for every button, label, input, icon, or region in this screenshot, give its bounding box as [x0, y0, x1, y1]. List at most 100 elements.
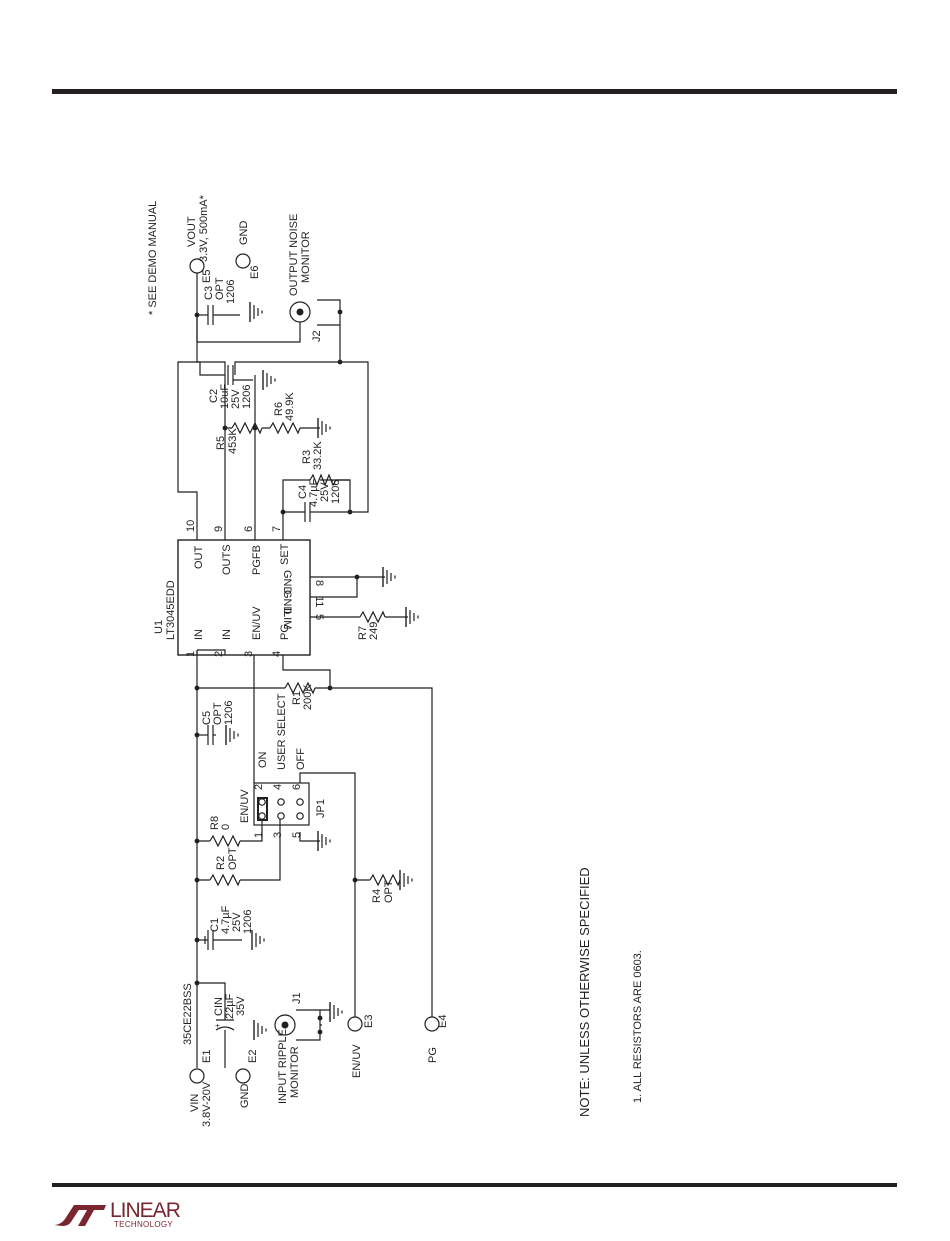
u1-pin-outs: OUTS	[221, 544, 233, 575]
r6-value: 49.9K	[284, 392, 296, 421]
e2-terminal	[235, 1068, 251, 1084]
jp1-title: USER SELECT	[276, 693, 288, 770]
r7-symbol	[359, 610, 386, 624]
e5-terminal	[189, 258, 205, 274]
e6-terminal	[235, 253, 251, 269]
c2-value: 10uF	[219, 384, 231, 409]
j2-label-2: MONITOR	[300, 231, 312, 283]
r2-value: OPT	[227, 847, 239, 870]
r5-symbol	[231, 421, 263, 435]
j2-connector	[289, 301, 311, 323]
c1-voltage: 25V	[231, 912, 243, 932]
r7-value: 249	[368, 622, 380, 640]
cin-part: 35CE22BSS	[182, 983, 194, 1045]
gnd-e6-label: GND	[238, 221, 250, 246]
u1-pin-num-2: 2	[213, 651, 225, 657]
c5-value: OPT	[212, 702, 224, 725]
c4-value: 4.7µF	[308, 478, 320, 507]
r6-symbol	[269, 421, 301, 435]
c3-value: OPT	[214, 277, 226, 300]
vin-label: VIN	[189, 1094, 201, 1112]
jp1-pin-4: 4	[272, 784, 284, 790]
note-1: 1. ALL RESISTORS ARE 0603.	[632, 950, 644, 1103]
r1-value: 200K	[302, 684, 314, 710]
resistors	[209, 421, 401, 887]
j1-connector	[274, 1014, 296, 1036]
u1-pin-num-8: 8	[313, 580, 325, 586]
lt-logo-icon	[54, 1205, 106, 1226]
jp1-pin-6: 6	[291, 784, 303, 790]
vin-rating: 3.8V-20V	[201, 1081, 213, 1127]
j2-label-1: OUTPUT NOISE	[288, 214, 300, 296]
c2-ref: C2	[208, 389, 220, 403]
jp1-pin-5: 5	[291, 832, 303, 838]
note-title: NOTE: UNLESS OTHERWISE SPECIFIED	[577, 867, 592, 1117]
u1-pin-in2: IN	[221, 629, 233, 640]
terminals	[189, 253, 440, 1084]
pg-label: PG	[427, 1047, 439, 1063]
c5-symbol	[207, 725, 216, 745]
top-rule	[52, 89, 897, 94]
e4-terminal	[424, 1016, 440, 1032]
j1-ref: J1	[291, 992, 303, 1004]
r3-value: 33.2K	[312, 441, 324, 470]
r2-symbol	[209, 873, 241, 887]
c2-symbol	[227, 365, 253, 385]
e1-ref: E1	[201, 1050, 213, 1063]
j1-label-1: INPUT RIPPLE	[277, 1029, 289, 1104]
u1-pin-ilim: ILIM	[281, 608, 293, 629]
u1-pin-num-5: 5	[313, 614, 325, 620]
bottom-rule	[52, 1183, 897, 1187]
j2-ref: J2	[311, 330, 323, 342]
u1-pin-num-3: 3	[243, 651, 255, 657]
u1-pin-pg: PG	[279, 624, 291, 640]
c2-voltage: 25V	[230, 389, 242, 409]
r6-ref: R6	[273, 402, 285, 416]
u1-pin-num-10: 10	[185, 520, 197, 532]
r4-value: OPT	[383, 880, 395, 903]
labels: * SEE DEMO MANUAL VOUT 3.3V, 500mA* E5 G…	[147, 194, 644, 1127]
footnote: * SEE DEMO MANUAL	[147, 201, 159, 315]
c4-ref: C4	[297, 485, 309, 499]
r2-ref: R2	[215, 856, 227, 870]
u1-ref: U1	[153, 620, 165, 634]
c3-ref: C3	[203, 286, 215, 300]
u1-body	[177, 539, 311, 656]
vout-label: VOUT	[186, 216, 198, 247]
u1-pin-enuv: EN/UV	[251, 606, 263, 640]
e5-ref: E5	[201, 270, 213, 283]
c4-voltage: 25V	[319, 482, 331, 502]
jp1-pin-1: 1	[253, 832, 265, 838]
r8-ref: R8	[209, 816, 221, 830]
logo-word: LINEAR	[110, 1199, 181, 1222]
c4-size: 1206	[330, 480, 342, 504]
logo-sub: TECHNOLOGY	[114, 1220, 174, 1229]
e4-ref: E4	[437, 1015, 449, 1028]
capacitors	[204, 305, 320, 1040]
cin-polarity: +	[213, 1023, 222, 1028]
junctions	[194, 309, 360, 1035]
u1-pin-in1: IN	[193, 629, 205, 640]
e3-terminal	[347, 1016, 363, 1032]
cin-voltage: 35V	[235, 996, 247, 1016]
cin-symbol	[215, 1010, 235, 1040]
r4-ref: R4	[371, 889, 383, 903]
jp1-pin-2: 2	[253, 784, 265, 790]
linear-technology-logo: LINEAR TECHNOLOGY	[52, 1197, 192, 1233]
r1-ref: R1	[291, 691, 303, 705]
c1-symbol	[204, 930, 242, 950]
u1-pin-num-9: 9	[213, 526, 225, 532]
u1-pin-gnd11: GND	[281, 590, 293, 615]
cin-ref: CIN	[213, 997, 225, 1016]
jp1-symbol	[253, 782, 310, 826]
r8-symbol	[209, 834, 241, 848]
enuv-label: EN/UV	[351, 1044, 363, 1078]
c1-value: 4.7µF	[220, 905, 232, 934]
c3-symbol	[207, 305, 240, 325]
j1-label-2: MONITOR	[289, 1046, 301, 1098]
u1-pin-pgfb: PGFB	[251, 545, 263, 575]
wires	[177, 273, 433, 1068]
r1-symbol	[284, 681, 316, 695]
u1-pin-set: SET	[279, 543, 291, 565]
u1-pin-out: OUT	[193, 546, 205, 570]
